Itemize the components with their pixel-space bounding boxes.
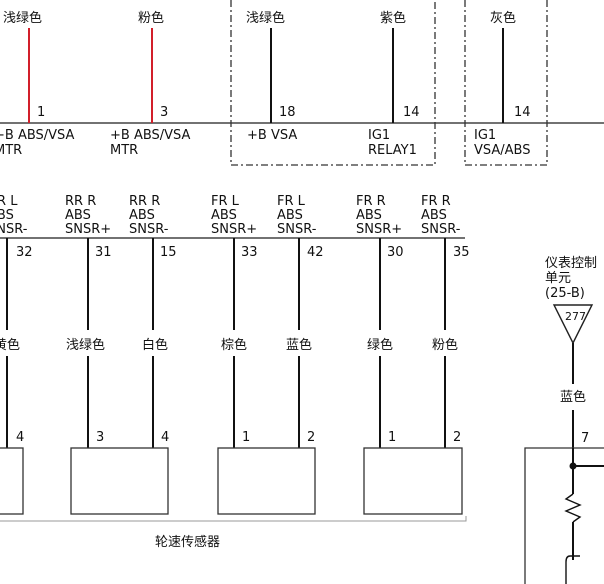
top-wire-1-signal-1: +B ABS/VSA [0,128,75,143]
bw1-top-pin: 32 [16,245,33,260]
top-wire-2-color: 粉色 [138,10,164,26]
gauge-unit-name-3: (25-B) [545,286,585,301]
sensor-box-rr-l [0,447,24,515]
top-wire-3-pin: 18 [279,105,296,120]
top-wire-4-signal-2: RELAY1 [368,143,417,158]
ig1-module-outline [464,0,548,166]
bw7-top-pin: 35 [453,245,470,260]
bw6-top-pin: 30 [387,245,404,260]
bw3-sig-1: RR R [129,194,160,209]
bw4-sig-3: SNSR+ [211,222,257,237]
bw2-top-pin: 31 [95,245,112,260]
top-wire-4-signal-1: IG1 [368,128,390,143]
top-wire-4-color: 紫色 [380,10,406,26]
bw2-sig-1: RR R [65,194,96,209]
top-wire-1-color: 浅绿色 [3,10,42,26]
bw5-sig-3: SNSR- [277,222,317,237]
sensor-box-fr-r [363,447,463,515]
bw7-color: 粉色 [432,337,458,353]
bw7-sig-2: ABS [421,208,447,223]
gauge-pin: 7 [581,431,589,446]
bw3-top-pin: 15 [160,245,177,260]
bw1-sig-3: SNSR- [0,222,28,237]
sensor-group-label: 轮速传感器 [155,534,220,550]
bw6-color: 绿色 [367,337,393,353]
gauge-wire-color: 蓝色 [560,389,586,405]
bw7-sig-3: SNSR- [421,222,461,237]
bw1-sig-2: ABS [0,208,14,223]
bw5-sig-1: FR L [277,194,306,209]
vsa-relay-module-outline [230,0,436,166]
bw7-sig-1: FR R [421,194,451,209]
bw6-sig-1: FR R [356,194,386,209]
top-wire-3-color: 浅绿色 [246,10,285,26]
top-wire-1-pin: 1 [37,105,45,120]
bw4-bottom-pin: 1 [242,430,250,445]
top-wire-5-signal-2: VSA/ABS [474,143,531,158]
sensor-box-rr-r [70,447,169,515]
bw4-top-pin: 33 [241,245,258,260]
bottom-wires [6,238,446,448]
top-wire-5-color: 灰色 [490,10,516,26]
top-wire-2-signal-1: +B ABS/VSA [110,128,191,143]
bw3-bottom-pin: 4 [161,430,169,445]
bw6-sig-2: ABS [356,208,382,223]
bw6-bottom-pin: 1 [388,430,396,445]
gauge-unit-name-2: 单元 [545,271,571,286]
bw5-sig-2: ABS [277,208,303,223]
bw5-bottom-pin: 2 [307,430,315,445]
bw5-color: 蓝色 [286,337,312,353]
top-wire-1-signal-2: MTR [0,143,22,158]
bw2-bottom-pin: 3 [96,430,104,445]
bw3-sig-3: SNSR- [129,222,169,237]
gauge-unit-box [524,447,604,584]
top-wire-5-signal-1: IG1 [474,128,496,143]
bw3-color: 白色 [142,337,168,353]
bw4-sig-2: ABS [211,208,237,223]
bw1-sig-1: RR L [0,194,18,209]
gauge-bottom-component [565,555,580,584]
bottom-signal-labels: RR L ABS SNSR- RR R ABS SNSR+ RR R ABS S… [0,194,461,237]
bw2-sig-3: SNSR+ [65,222,111,237]
bw6-sig-3: SNSR+ [356,222,402,237]
bw4-color: 棕色 [221,337,247,353]
resistor-icon [564,493,582,523]
bw1-bottom-pin: 4 [16,430,24,445]
bw7-bottom-pin: 2 [453,430,461,445]
gauge-connector-code: 277 [565,310,586,323]
top-wire-2-signal-2: MTR [110,143,138,158]
top-wire-4-pin: 14 [403,105,420,120]
bw1-color: 黄色 [0,337,20,353]
bw2-sig-2: ABS [65,208,91,223]
bw4-sig-1: FR L [211,194,240,209]
top-wire-3-signal-1: +B VSA [247,128,297,143]
gauge-connector-triangle [552,304,594,345]
top-wire-5-pin: 14 [514,105,531,120]
bw2-color: 浅绿色 [66,337,105,353]
top-wire-2-pin: 3 [160,105,168,120]
gauge-unit-name-1: 仪表控制 [545,256,597,271]
sensor-box-fr-l [217,447,316,515]
sensor-group-bracket [0,516,467,522]
bw5-top-pin: 42 [307,245,324,260]
bw3-sig-2: ABS [129,208,155,223]
